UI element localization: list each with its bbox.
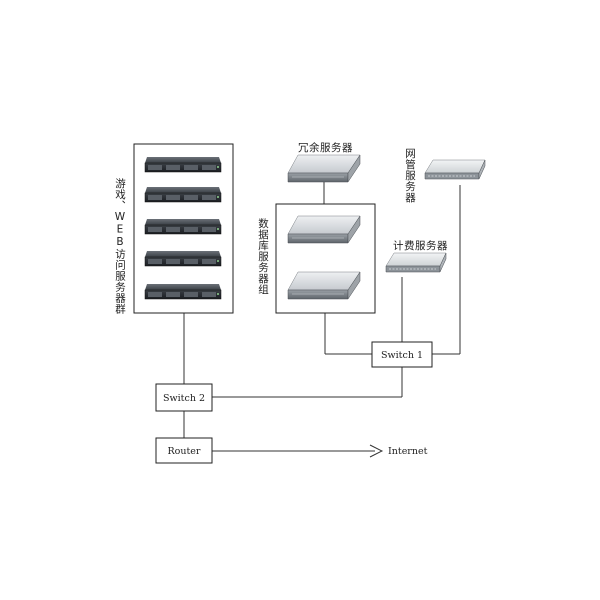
switch1-label: Switch 1 [381,350,423,361]
rack-server-icon [145,284,221,299]
rack-server-icon [145,157,221,172]
network-mgmt-server-label: 网管服务器 [404,148,415,203]
rack-server-icon [145,187,221,202]
router-node: Router [156,438,212,463]
router-label: Router [168,446,201,457]
switch2-node: Switch 2 [156,384,212,411]
database-server-group-label: 数据库服务器组 [257,218,268,295]
switch1-node: Switch 1 [372,342,432,367]
billing-server-icon [386,253,446,272]
blade-server-icon [288,272,360,299]
billing-server-label: 计费服务器 [393,238,448,253]
redundant-server-label: 冗余服务器 [298,140,353,155]
blade-server-icon [288,155,360,182]
network-management-server-icon [425,160,485,179]
web-server-group-label: 游戏、WEB访问服务器群 [114,178,125,315]
rack-server-icon [145,251,221,266]
rack-server-icon [145,219,221,234]
switch2-label: Switch 2 [163,393,205,404]
blade-server-icon [288,216,360,243]
internet-label: Internet [388,446,428,457]
